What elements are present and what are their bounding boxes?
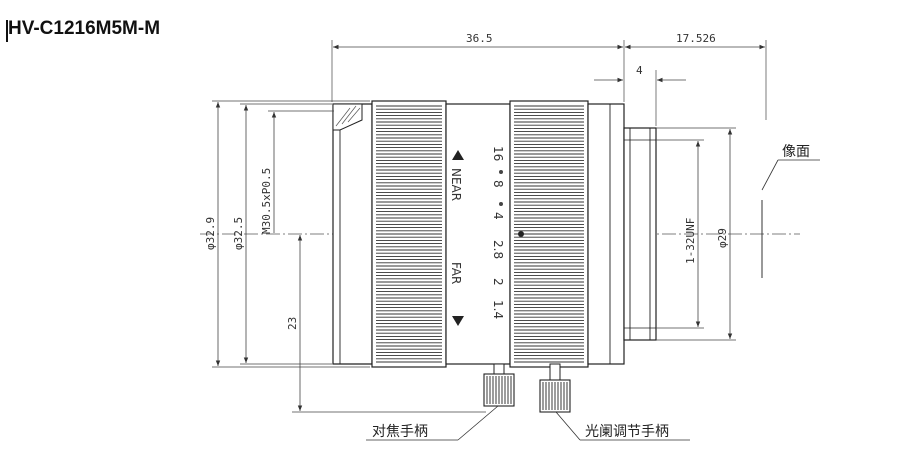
near-arrow-icon [452, 150, 464, 160]
drawing-title: HV-C1216M5M-M [8, 18, 161, 39]
scale-ring [445, 103, 511, 365]
title-bar [6, 20, 8, 42]
front-barrel [332, 103, 373, 365]
f-stop-8: 8 [491, 180, 505, 188]
image-plane-label: 像面 [782, 144, 810, 160]
f-stop-16: 16 [491, 146, 505, 161]
f-stop-1-4: 1.4 [491, 300, 505, 319]
index-dot-icon [518, 231, 524, 237]
focus-far-label: FAR [449, 262, 463, 284]
dim-front-outer: φ32.9 [204, 217, 217, 250]
f-stop-2-8: 2.8 [491, 240, 505, 259]
dim-center-height: 23 [286, 317, 299, 330]
iris-handle-label: 光阑调节手柄 [585, 424, 669, 440]
f-stop-4: 4 [491, 212, 505, 220]
focus-handle-screw [483, 363, 515, 407]
dim-front: φ32.5 [232, 217, 245, 250]
dim-flange: 17.526 [676, 32, 716, 45]
rear-body [587, 103, 625, 365]
far-arrow-icon [452, 316, 464, 326]
iris-handle-screw [539, 363, 571, 413]
dim-mount-thread: 1-32UNF [684, 218, 697, 264]
focus-handle-label: 对焦手柄 [372, 424, 428, 440]
dim-mount-dia: φ29 [716, 228, 729, 248]
dim-filter-thread: M30.5xP0.5 [260, 168, 273, 234]
focus-near-label: NEAR [449, 168, 463, 201]
dim-length: 36.5 [466, 32, 493, 45]
f-stop-2: 2 [491, 278, 505, 286]
dim-mount-depth: 4 [636, 64, 643, 77]
mount-thread [623, 127, 657, 341]
